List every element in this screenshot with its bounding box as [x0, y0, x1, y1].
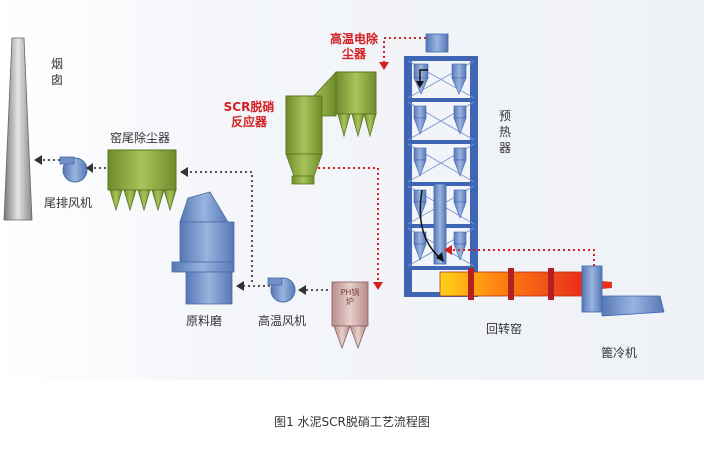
ph-boiler-body [331, 281, 369, 327]
hot-esp-hopper-1 [337, 113, 351, 138]
hopper-5 [163, 189, 177, 212]
tail-fan-outlet [59, 156, 75, 165]
flow-arrow-to-chimney [34, 155, 42, 165]
raw-mill-band [171, 261, 235, 273]
flow-line-scr-to-boiler [318, 167, 379, 282]
kiln-tyre-3 [548, 268, 554, 300]
kiln-tail-dust-collector-body [107, 149, 177, 191]
label-ph-boiler: PH锅炉 [340, 288, 360, 306]
hopper-1 [109, 189, 123, 212]
grate-cooler-hood [581, 265, 603, 313]
label-scr-reactor: SCR脱硝反应器 [223, 100, 275, 129]
kiln-tyre-1 [468, 268, 474, 300]
hot-esp-hopper-2 [351, 113, 365, 138]
label-raw-mill: 原料磨 [186, 314, 223, 328]
flow-line-preheater-to-esp [383, 37, 426, 62]
label-preheater: 预热器 [498, 109, 511, 155]
label-chimney: 烟囱 [50, 57, 63, 87]
flow-arrow-scr-to-boiler [373, 282, 383, 290]
scr-reactor-outlet [291, 175, 315, 185]
label-grate-cooler: 篦冷机 [601, 346, 638, 360]
hopper-4 [151, 189, 165, 212]
label-kiln-tail-dust-collector: 窑尾除尘器 [110, 131, 171, 145]
flow-arrow-to-tail-fan [86, 163, 93, 173]
hot-esp-body [335, 71, 377, 115]
rotary-kiln-body [439, 271, 591, 297]
flow-arrow-preheater-to-esp [379, 62, 389, 70]
high-temp-fan-outlet [267, 277, 283, 286]
figure-caption: 图1 水泥SCR脱硝工艺流程图 [274, 415, 430, 429]
label-rotary-kiln: 回转窑 [486, 322, 523, 336]
raw-mill-base [185, 271, 233, 305]
label-high-temp-precipitator: 高温电除尘器 [330, 32, 379, 61]
chimney-shape [3, 37, 33, 221]
hot-esp-hopper-3 [363, 113, 377, 138]
ph-boiler-hopper-1 [333, 325, 351, 350]
hopper-2 [123, 189, 137, 212]
flow-line-to-collector [188, 171, 253, 282]
scr-reactor-body [285, 95, 323, 155]
raw-mill-upper [179, 221, 235, 263]
flow-arrow-to-high-temp-fan [298, 285, 306, 295]
kiln-tyre-2 [508, 268, 514, 300]
flow-line-kiln-to-preheater [452, 249, 595, 266]
flow-arrow-to-collector [180, 167, 188, 177]
flow-arrow-kiln-to-preheater [444, 245, 452, 255]
label-high-temp-fan: 高温风机 [258, 314, 307, 328]
grate-cooler-body [601, 295, 665, 317]
label-tail-fan: 尾排风机 [44, 196, 93, 210]
ph-boiler-hopper-2 [349, 325, 367, 350]
hopper-3 [137, 189, 151, 212]
flow-arrow-to-raw-mill [236, 281, 244, 291]
